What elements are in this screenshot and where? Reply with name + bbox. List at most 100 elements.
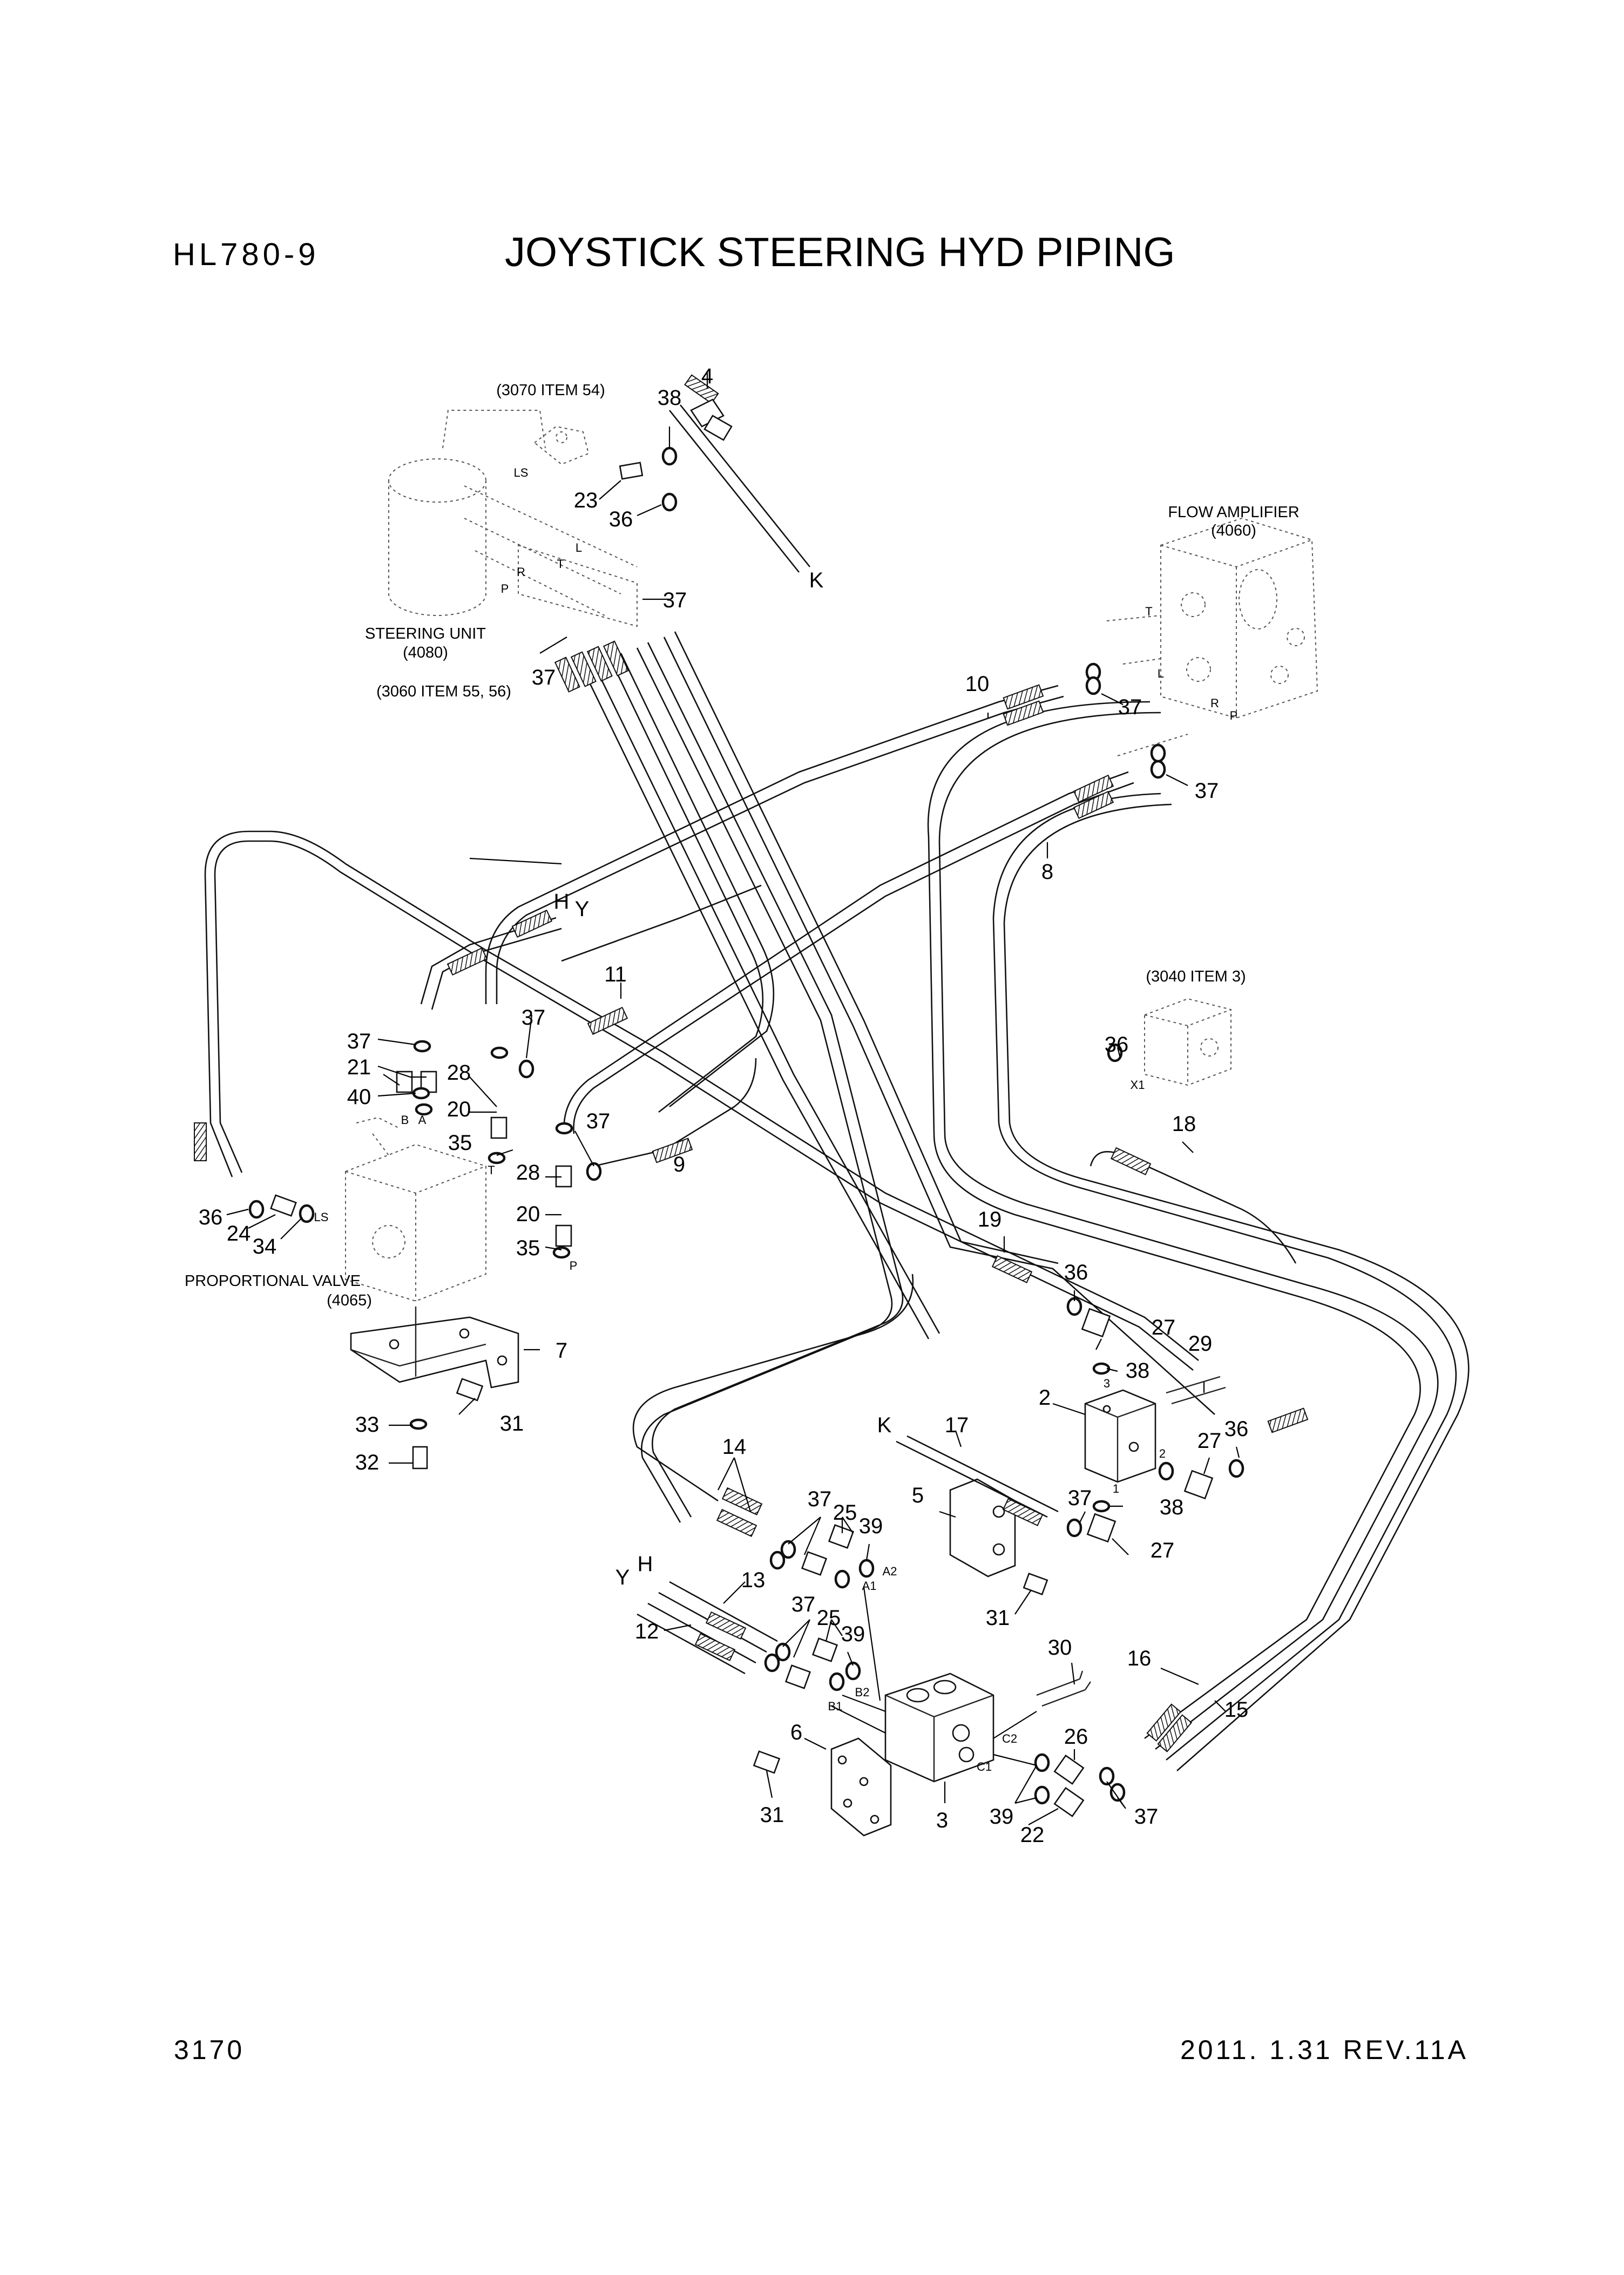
leader-lines [226, 373, 1240, 1825]
callout-31: 31 [986, 1606, 1010, 1630]
callout-37: 37 [586, 1109, 611, 1133]
valve-block-2 [1084, 1389, 1156, 1483]
flow-amplifier-label: FLOW AMPLIFIER [1168, 504, 1299, 521]
page-title: JOYSTICK STEERING HYD PIPING [505, 229, 1175, 275]
callout-39: 39 [841, 1622, 865, 1646]
callout-23: 23 [574, 489, 598, 512]
bracket-7 [350, 1306, 519, 1389]
manifold-block-3 [884, 1673, 994, 1783]
callout-39: 39 [990, 1805, 1014, 1829]
callout-4: 4 [701, 364, 713, 388]
ref-3040-label: (3040 ITEM 3) [1146, 968, 1246, 985]
callout-37: 37 [522, 1006, 546, 1030]
callout-14: 14 [722, 1435, 747, 1459]
callout-37: 37 [808, 1487, 832, 1511]
callout-33: 33 [355, 1413, 380, 1437]
flow-amplifier [1106, 517, 1318, 756]
callout-21: 21 [347, 1055, 371, 1079]
callout-31: 31 [500, 1412, 524, 1436]
callout-16: 16 [1127, 1647, 1152, 1670]
callout-26: 26 [1064, 1725, 1088, 1749]
port-p-amp: P [1230, 709, 1238, 722]
line-ref-y-low: Y [615, 1566, 630, 1589]
callout-37: 37 [532, 666, 556, 689]
port-c1: C1 [977, 1760, 992, 1773]
port-t-prop: T [488, 1163, 495, 1177]
callout-36: 36 [1105, 1033, 1129, 1057]
callout-18: 18 [1172, 1112, 1196, 1136]
callout-27: 27 [1197, 1429, 1222, 1453]
proportional-valve-label: PROPORTIONAL VALVE [185, 1272, 361, 1290]
port-t-top: T [557, 557, 564, 571]
callout-numbers: 4 38 23 36 37 37 10 37 37 8 11 37 37 21 … [199, 364, 1249, 1847]
steering-unit-code: (4080) [403, 644, 448, 661]
callout-36: 36 [1224, 1417, 1249, 1441]
callout-6: 6 [790, 1721, 802, 1744]
component-labels: (3070 ITEM 54) FLOW AMPLIFIER (4060) STE… [185, 382, 1300, 1309]
callout-34: 34 [253, 1235, 277, 1258]
ref-3070-label: (3070 ITEM 54) [496, 382, 605, 399]
port-b1: B1 [828, 1700, 843, 1713]
callout-32: 32 [355, 1451, 380, 1474]
callout-27: 27 [1152, 1316, 1176, 1339]
model-number: HL780-9 [173, 237, 320, 272]
port-letters: LS L T R P T L R P B A T P LS X1 3 2 1 A… [314, 466, 1238, 1773]
callout-28: 28 [447, 1061, 471, 1085]
callout-13: 13 [741, 1568, 766, 1592]
port-b2: B2 [855, 1685, 870, 1699]
port-l-amp: L [1158, 667, 1164, 680]
port-l-top: L [576, 541, 582, 554]
ref-3060-label: (3060 ITEM 55, 56) [376, 683, 511, 700]
callout-9: 9 [673, 1153, 685, 1176]
o-rings [248, 446, 1244, 1805]
hose-fittings [194, 374, 1309, 1752]
callout-30: 30 [1048, 1636, 1072, 1660]
callout-37: 37 [1068, 1486, 1092, 1510]
callout-7: 7 [556, 1339, 567, 1363]
callout-37: 37 [347, 1030, 371, 1053]
port-a1: A1 [862, 1579, 877, 1593]
callout-40: 40 [347, 1085, 371, 1109]
callout-36: 36 [199, 1206, 223, 1229]
callout-38: 38 [658, 386, 682, 410]
line-ref-h-mid: H [554, 890, 570, 913]
port-3: 3 [1104, 1377, 1110, 1390]
flow-amplifier-code: (4060) [1211, 522, 1256, 539]
steering-unit-fitting-3070 [533, 425, 590, 465]
page-number: 3170 [174, 2035, 245, 2065]
callout-3: 3 [936, 1809, 948, 1832]
port-1: 1 [1113, 1482, 1119, 1495]
port-p-prop: P [570, 1259, 578, 1272]
callout-29: 29 [1188, 1332, 1213, 1356]
callout-25: 25 [817, 1606, 841, 1630]
callout-35: 35 [448, 1131, 472, 1155]
port-r-top: R [517, 565, 525, 579]
callout-27: 27 [1151, 1539, 1175, 1562]
callout-38: 38 [1126, 1359, 1150, 1383]
callout-37: 37 [791, 1593, 816, 1616]
proportional-valve [345, 1116, 486, 1302]
callout-31: 31 [760, 1803, 784, 1827]
callout-2: 2 [1039, 1386, 1051, 1410]
proportional-valve-code: (4065) [327, 1292, 372, 1309]
port-c2: C2 [1002, 1732, 1017, 1745]
callout-39: 39 [859, 1514, 883, 1538]
port-b-prop: B [401, 1113, 409, 1127]
date-revision: 2011. 1.31 REV.11A [1180, 2035, 1469, 2065]
callout-38: 38 [1160, 1495, 1184, 1519]
callout-35: 35 [516, 1236, 540, 1260]
callout-24: 24 [227, 1222, 251, 1245]
callout-25: 25 [833, 1501, 857, 1525]
callout-20: 20 [516, 1202, 540, 1226]
port-a-prop: A [418, 1113, 427, 1127]
callout-36: 36 [1064, 1261, 1088, 1284]
callout-20: 20 [447, 1098, 471, 1121]
valve-block-3040 [1144, 998, 1231, 1086]
fittings [270, 398, 1226, 1818]
callout-12: 12 [635, 1620, 659, 1643]
bracket-6 [830, 1737, 892, 1837]
callout-10: 10 [965, 672, 990, 696]
port-2: 2 [1159, 1447, 1166, 1460]
steering-unit-label: STEERING UNIT [365, 625, 486, 642]
